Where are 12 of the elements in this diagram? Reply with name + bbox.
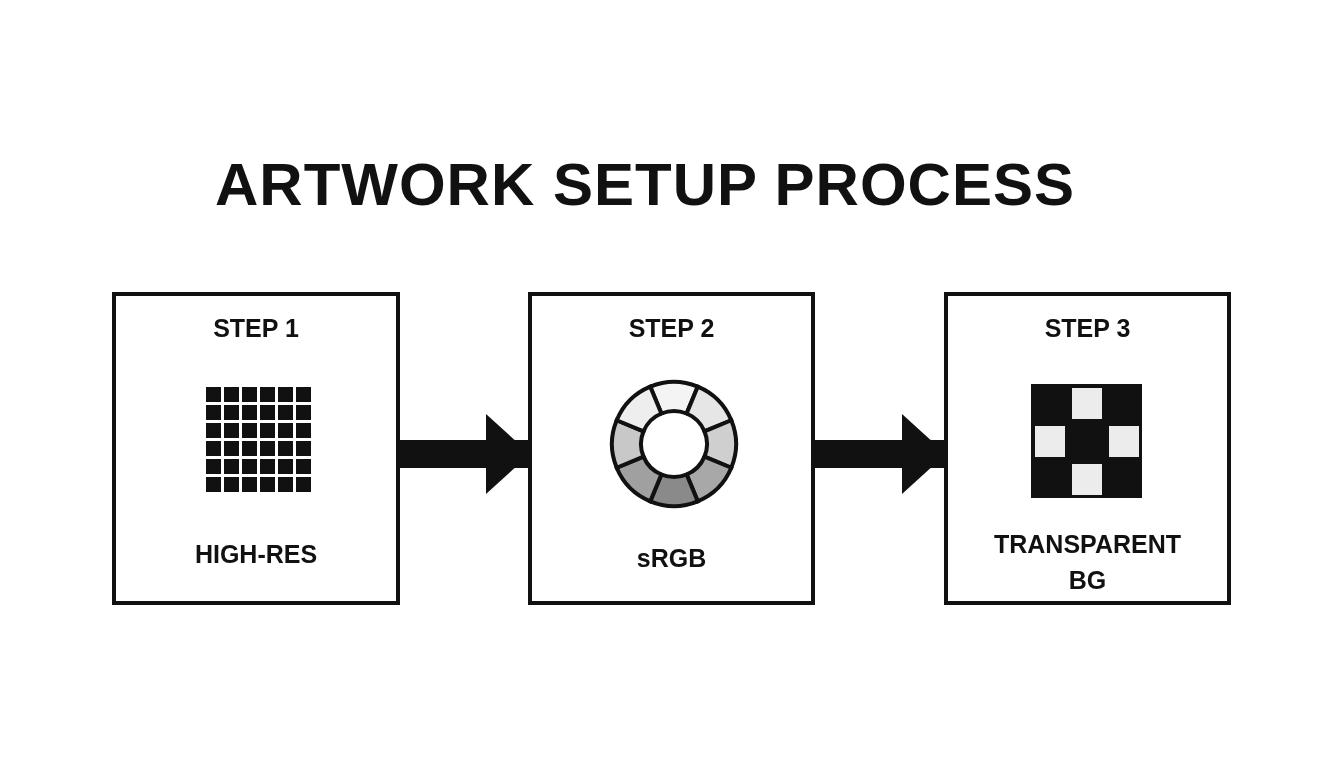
arrow bbox=[400, 414, 530, 494]
step-box bbox=[944, 292, 1231, 605]
step-caption: HIGH-RES bbox=[193, 539, 319, 570]
step-heading: STEP 2 bbox=[627, 314, 716, 343]
arrow bbox=[815, 414, 946, 494]
step-box bbox=[112, 292, 400, 605]
step-box bbox=[528, 292, 815, 605]
step-heading: STEP 3 bbox=[1043, 314, 1132, 343]
step-caption: sRGB bbox=[635, 543, 708, 574]
step-heading: STEP 1 bbox=[212, 314, 300, 343]
diagram-title: ARTWORK SETUP PROCESS bbox=[214, 150, 1076, 219]
step-caption: TRANSPARENT BG bbox=[992, 529, 1182, 596]
